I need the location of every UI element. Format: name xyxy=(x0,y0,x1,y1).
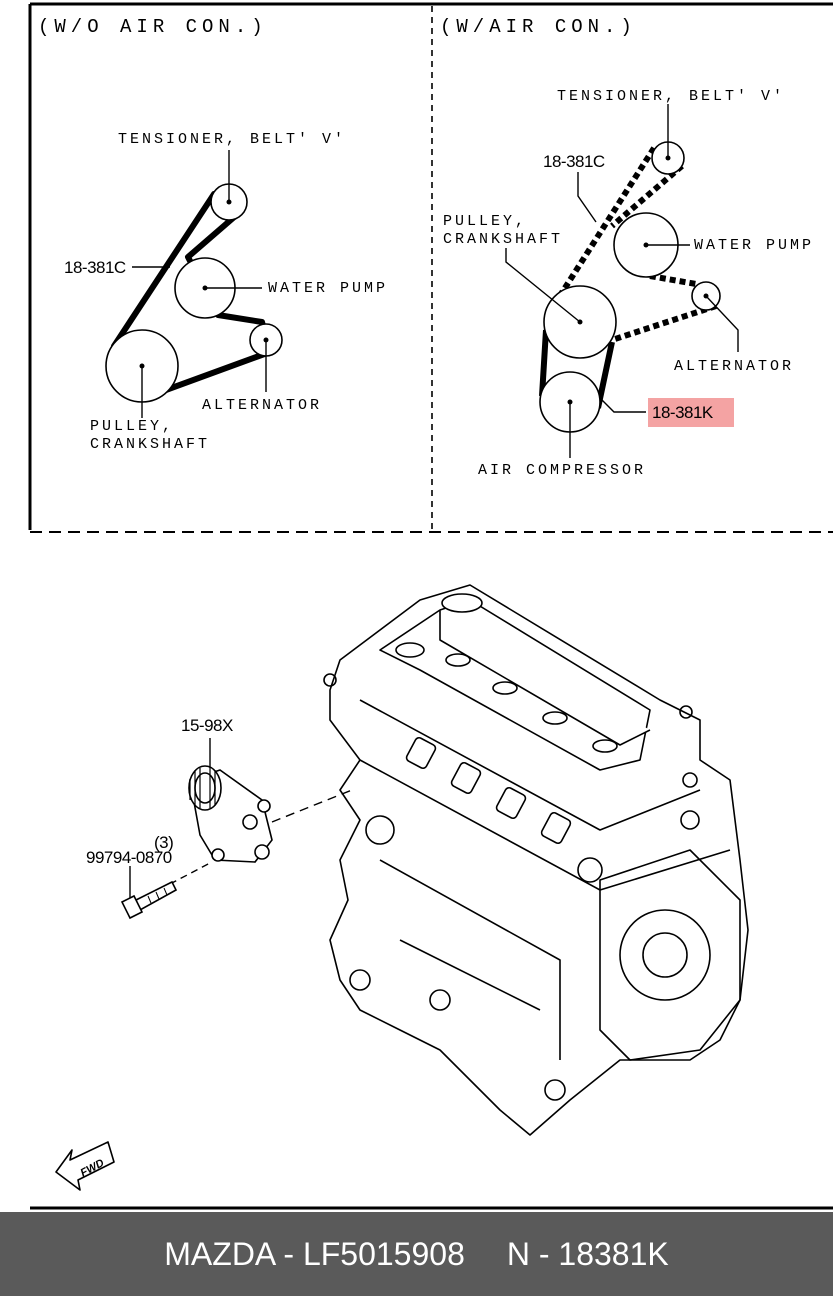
left-belt-layout xyxy=(105,150,283,418)
right-air-compressor-label: AIR COMPRESSOR xyxy=(478,462,646,479)
bolt-part-number: 99794-0870 xyxy=(86,848,172,867)
right-water-pump-label: WATER PUMP xyxy=(694,237,814,254)
right-alternator-label: ALTERNATOR xyxy=(674,358,794,375)
right-belt-layout xyxy=(505,104,739,458)
right-belt-c-label: 18-381C xyxy=(543,152,605,171)
fwd-arrow-icon: FWD xyxy=(55,1141,115,1191)
mount-dashed-line xyxy=(271,789,353,823)
left-pulley-label-1: PULLEY, xyxy=(90,418,174,435)
footer-brand-part: MAZDA - LF5015908 xyxy=(164,1235,465,1272)
footer-bar: MAZDA - LF5015908 N - 18381K xyxy=(0,1212,833,1296)
right-belt-k-label[interactable]: 18-381K xyxy=(652,403,714,422)
highlight-box xyxy=(648,398,734,427)
engine-block-illustration xyxy=(323,584,749,1136)
tensioner-part-illustration xyxy=(188,765,273,863)
right-pulley-label-2: CRANKSHAFT xyxy=(443,231,563,248)
left-section-header: (W/O AIR CON.) xyxy=(38,16,268,38)
right-section-header: (W/AIR CON.) xyxy=(440,16,637,38)
bolt-illustration xyxy=(120,880,178,920)
right-pulley-label-1: PULLEY, xyxy=(443,213,527,230)
left-tensioner-label: TENSIONER, BELT' V' xyxy=(118,131,346,148)
left-water-pump-label: WATER PUMP xyxy=(268,280,388,297)
tensioner-part-number: 15-98X xyxy=(181,716,233,735)
left-alternator-label: ALTERNATOR xyxy=(202,397,322,414)
left-pulley-label-2: CRANKSHAFT xyxy=(90,436,210,453)
footer-reference: N - 18381K xyxy=(506,1235,669,1272)
bolt-quantity: (3) xyxy=(154,833,173,852)
right-tensioner-label: TENSIONER, BELT' V' xyxy=(557,88,785,105)
left-belt-part-label: 18-381C xyxy=(64,258,126,277)
frame xyxy=(28,2,833,1210)
parts-diagram: (W/O AIR CON.) (W/AIR CON.) TENSIONER, B… xyxy=(28,2,833,1210)
bolt-dashed-line xyxy=(169,861,213,885)
